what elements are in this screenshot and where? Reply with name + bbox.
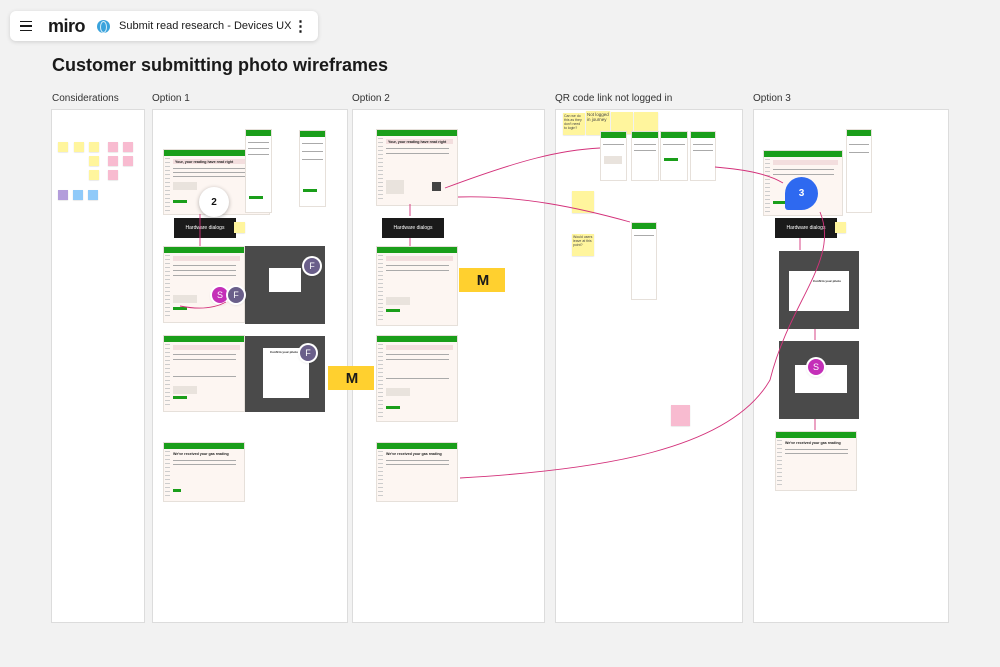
comment-counter[interactable]: 2 — [199, 187, 229, 217]
sticky-note[interactable] — [108, 170, 118, 180]
wireframe-mobile[interactable] — [600, 131, 627, 181]
sticky-note[interactable] — [611, 112, 633, 134]
collaborator-avatar-f[interactable]: F — [300, 345, 316, 361]
hardware-dialogs-label: Hardware dialogs — [775, 218, 837, 238]
hardware-dialogs-label: Hardware dialogs — [174, 218, 236, 238]
sticky-note[interactable] — [108, 142, 118, 152]
column-label-option-1: Option 1 — [152, 93, 190, 104]
wireframe-screen[interactable] — [376, 335, 458, 422]
board-toolbar: miro Submit read research - Devices UX ⋮ — [10, 11, 318, 41]
globe-icon[interactable] — [97, 19, 111, 33]
wireframe-mobile[interactable] — [660, 131, 688, 181]
sticky-note[interactable] — [88, 190, 98, 200]
collaborator-avatar-s[interactable]: S — [808, 359, 824, 375]
wireframe-mobile[interactable] — [631, 131, 659, 181]
wireframe-screen[interactable] — [163, 246, 245, 323]
board-title: Customer submitting photo wireframes — [52, 55, 389, 75]
wireframe-mobile[interactable] — [631, 222, 657, 300]
connector-line[interactable] — [459, 211, 825, 479]
sticky-note[interactable]: Would users leave at this point? — [572, 234, 594, 256]
sticky-note[interactable]: Can we do this as they don't need to log… — [563, 113, 585, 135]
hardware-dialogs-label: Hardware dialogs — [382, 218, 444, 238]
sticky-note[interactable] — [89, 156, 99, 166]
sticky-note[interactable] — [89, 170, 99, 180]
sticky-note[interactable] — [671, 405, 690, 426]
wireframe-screen[interactable] — [163, 335, 245, 412]
sticky-note[interactable] — [58, 142, 68, 152]
hamburger-icon[interactable] — [20, 11, 40, 41]
sticky-note[interactable] — [572, 191, 594, 213]
wireframe-mobile[interactable] — [299, 130, 326, 207]
sticky-note[interactable] — [74, 142, 84, 152]
connector-line[interactable] — [179, 301, 227, 309]
wireframe-received[interactable]: We've received your gas reading — [376, 442, 458, 502]
miro-brand-mark: M — [328, 366, 374, 390]
sticky-note[interactable] — [108, 156, 118, 166]
connector-line[interactable] — [714, 166, 784, 184]
sticky-note[interactable] — [58, 190, 68, 200]
sticky-note[interactable] — [234, 222, 245, 233]
wireframe-screen[interactable] — [376, 246, 458, 326]
sticky-note[interactable] — [89, 142, 99, 152]
sticky-note[interactable] — [123, 142, 133, 152]
collaborator-avatar-s[interactable]: S — [212, 287, 228, 303]
wireframe-mobile[interactable] — [690, 131, 716, 181]
sticky-note[interactable] — [123, 156, 133, 166]
column-label-considerations: Considerations — [52, 93, 119, 104]
column-label-option-3: Option 3 — [753, 93, 791, 104]
connector-line[interactable] — [444, 147, 601, 189]
collaborator-avatar-f[interactable]: F — [304, 258, 320, 274]
wireframe-mobile[interactable] — [846, 129, 872, 213]
wireframe-screen[interactable]: Your, your reading have read right — [376, 129, 458, 206]
comment-counter[interactable]: 3 — [785, 177, 818, 210]
wireframe-screen[interactable] — [763, 150, 843, 216]
column-label-option-2: Option 2 — [352, 93, 390, 104]
connector-line[interactable] — [457, 196, 631, 223]
wireframe-received[interactable]: We've received your gas reading — [163, 442, 245, 502]
board-name[interactable]: Submit read research - Devices UX — [119, 20, 292, 32]
miro-brand-mark: M — [459, 268, 505, 292]
sticky-note[interactable] — [835, 222, 846, 233]
column-label-qr-code: QR code link not logged in — [555, 93, 673, 104]
kebab-icon[interactable]: ⋮ — [293, 18, 308, 35]
sticky-note[interactable] — [634, 112, 658, 134]
wireframe-received[interactable]: We've received your gas reading — [775, 431, 857, 491]
sticky-note[interactable] — [73, 190, 83, 200]
collaborator-avatar-f[interactable]: F — [228, 287, 244, 303]
miro-logo[interactable]: miro — [48, 15, 86, 36]
wireframe-mobile[interactable] — [245, 129, 272, 213]
